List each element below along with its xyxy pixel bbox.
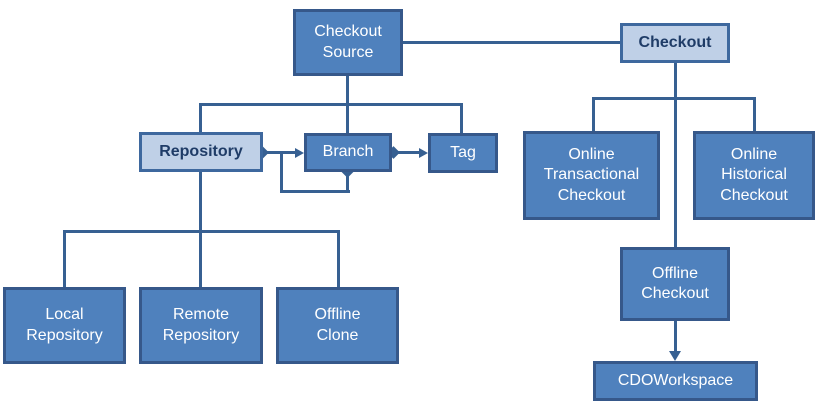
node-online-transactional-checkout: Online Transactional Checkout [523,131,660,220]
edge-drop-remote-repository [199,230,202,287]
node-online-historical-checkout: Online Historical Checkout [693,131,815,220]
arrowhead-into-tag [419,148,428,158]
node-cdoworkspace: CDOWorkspace [593,361,758,401]
edge-drop-repository [199,103,202,132]
edge-branch-self-right [346,172,349,193]
node-checkout-source: Checkout Source [293,9,403,76]
edge-branch-self-bottom [280,190,350,193]
edge-branch-tag [391,151,421,154]
edge-drop-local-repository [63,230,66,287]
node-tag: Tag [428,133,498,173]
edge-repository-stem [199,172,202,230]
edge-repository-branch [262,151,297,154]
edge-right-branch-bar [592,97,756,100]
edge-offline-checkout-cdoworkspace [674,321,677,352]
node-remote-repository: Remote Repository [139,287,263,364]
node-offline-checkout: Offline Checkout [620,247,730,321]
node-repository: Repository [139,132,263,172]
edge-checkout-source-stem [346,76,349,103]
arrowhead-into-branch [295,148,304,158]
edge-drop-tag [460,103,463,133]
arrowhead-into-cdoworkspace [669,351,681,361]
edge-drop-online-historical [753,97,756,131]
edge-left-branch-bar [199,103,463,106]
edge-checkout-source-checkout [403,41,620,44]
edge-drop-online-transactional [592,97,595,131]
edge-checkout-stem [674,63,677,247]
edge-branch-self-left [280,152,283,193]
node-local-repository: Local Repository [3,287,126,364]
edge-drop-branch [346,103,349,133]
node-checkout: Checkout [620,23,730,63]
node-branch: Branch [304,133,392,172]
edge-drop-offline-clone [337,230,340,287]
node-offline-clone: Offline Clone [276,287,399,364]
